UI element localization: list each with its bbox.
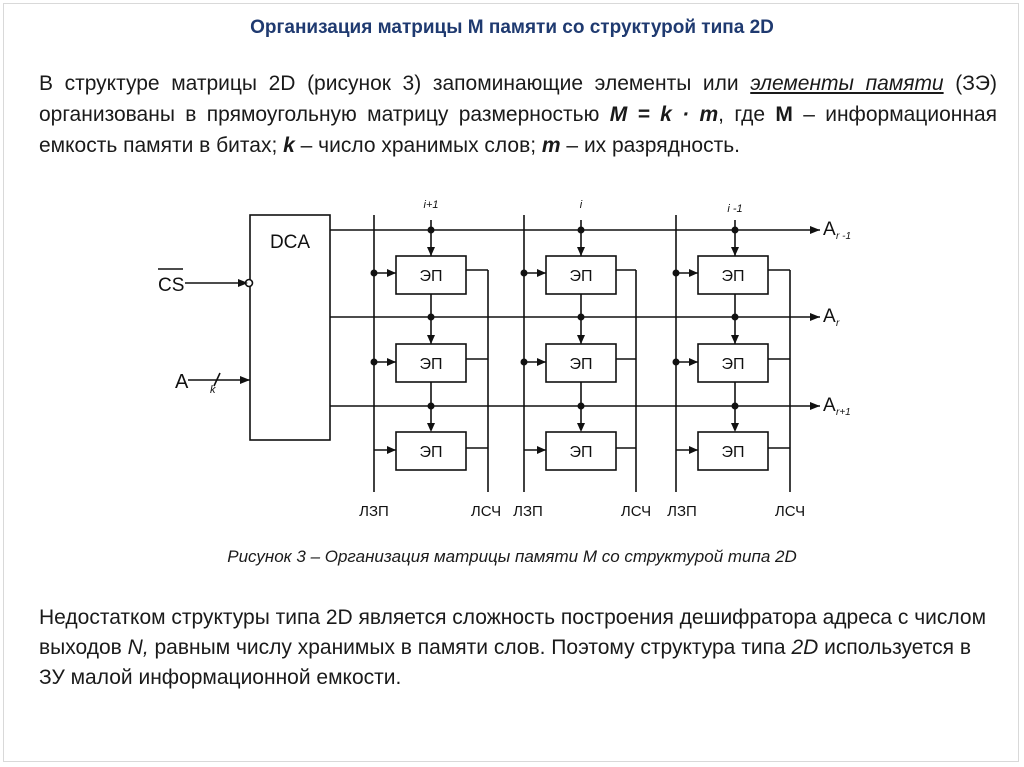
figure-caption: Рисунок 3 – Организация матрицы памяти М… <box>227 547 797 566</box>
intro-text-2: (ЗЭ) организованы в прямоугольную матриц… <box>39 72 998 126</box>
decoder-block <box>249 214 331 441</box>
cell-label: ЭП <box>570 268 593 285</box>
intro-text-4: – информационная емкость памяти в битах; <box>39 103 997 157</box>
write-line-label: ЛЗП <box>667 503 697 520</box>
row-label-main: A <box>823 306 836 327</box>
memory-cell <box>545 255 617 295</box>
cell-label: ЭП <box>722 268 745 285</box>
conclusion-text-2: равным числу хранимых в памяти слов. Поэ… <box>148 636 792 659</box>
cell-label: ЭП <box>570 444 593 461</box>
memory-cell <box>545 431 617 471</box>
decoder-label: DCA <box>270 232 310 253</box>
conclusion-text-1: Недостатком структуры типа 2D является с… <box>39 606 987 659</box>
var-m-capacity: M <box>775 103 793 126</box>
var-k: k <box>283 134 295 157</box>
var-n: N, <box>127 636 149 659</box>
row-label-main: A <box>823 395 836 416</box>
bus-width-label: k <box>210 384 216 396</box>
column-label: i -1 <box>727 203 742 215</box>
intro-text-6: – их разрядность. <box>560 134 740 157</box>
slide-title: Организация матрицы М памяти со структур… <box>250 17 774 38</box>
memory-cell <box>395 431 467 471</box>
memory-cell <box>395 343 467 383</box>
write-line-label: ЛЗП <box>513 503 543 520</box>
intro-paragraph: В структуре матрицы 2D (рисунок 3) запом… <box>39 68 997 161</box>
row-label-sub: r+1 <box>836 407 851 418</box>
slide-frame <box>3 3 1019 762</box>
memory-cell <box>545 343 617 383</box>
var-2d: 2D <box>791 636 819 659</box>
memory-elements-link[interactable]: элементы памяти <box>750 72 944 95</box>
column-label: i <box>580 199 583 211</box>
memory-cell <box>395 255 467 295</box>
read-line-label: ЛСЧ <box>621 503 651 520</box>
intro-text-1: В структуре матрицы 2D (рисунок 3) запом… <box>39 72 751 95</box>
cell-label: ЭП <box>420 356 443 373</box>
read-line-label: ЛСЧ <box>471 503 501 520</box>
column-label: i+1 <box>424 199 439 211</box>
address-input-label: A <box>175 371 189 393</box>
intro-text-3: , где <box>718 103 776 126</box>
cell-label: ЭП <box>420 268 443 285</box>
var-m-width: m <box>541 134 561 157</box>
row-label-sub: r <box>836 318 840 329</box>
cell-label: ЭП <box>722 356 745 373</box>
write-line-label: ЛЗП <box>359 503 389 520</box>
cell-label: ЭП <box>420 444 443 461</box>
conclusion-paragraph: Недостатком структуры типа 2D является с… <box>39 603 997 693</box>
cs-label: CS <box>158 275 184 296</box>
matrix-2d-diagram: ЭП ЭП ЭП ЭП ЭП ЭП ЭП ЭП ЭП DCA CS A k i+… <box>158 199 851 520</box>
memory-cell <box>697 255 769 295</box>
memory-cell <box>697 431 769 471</box>
formula: M = k · m <box>609 103 719 126</box>
cell-label: ЭП <box>722 444 745 461</box>
conclusion-text-3: используется в ЗУ малой информационной е… <box>39 636 972 689</box>
row-label-sub: r -1 <box>836 231 851 242</box>
row-label-main: A <box>823 219 836 240</box>
memory-cell <box>697 343 769 383</box>
read-line-label: ЛСЧ <box>775 503 805 520</box>
intro-text-5: – число хранимых слов; <box>294 134 542 157</box>
cell-label: ЭП <box>570 356 593 373</box>
